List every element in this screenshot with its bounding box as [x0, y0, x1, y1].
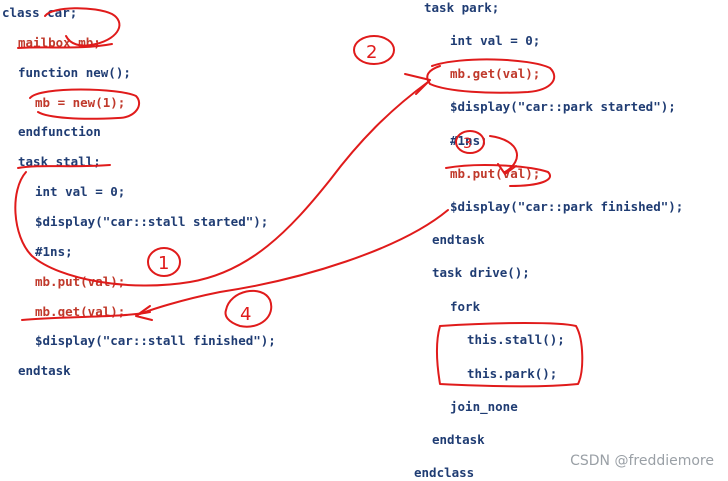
- step-1-circle: [147, 247, 181, 277]
- code-line-this-park: this.park();: [467, 366, 558, 381]
- code-line-join-none: join_none: [450, 399, 518, 414]
- code-line-stall-endtask: endtask: [18, 363, 71, 378]
- code-line-task-drive: task drive();: [432, 265, 530, 280]
- code-line-stall-display-started: $display("car::stall started");: [35, 214, 269, 229]
- code-line-task-park: task park;: [424, 0, 500, 15]
- code-line-park-endtask: endtask: [432, 232, 485, 247]
- code-line-park-display-started: $display("car::park started");: [450, 99, 676, 114]
- code-line-stall-display-finished: $display("car::stall finished");: [35, 333, 276, 348]
- step-4-label: 4: [240, 304, 251, 325]
- code-line-stall-get: mb.get(val);: [35, 304, 126, 319]
- code-line-stall-put: mb.put(val);: [35, 274, 126, 289]
- code-line-endfunction: endfunction: [18, 124, 101, 139]
- code-line-stall-int-val: int val = 0;: [35, 184, 126, 199]
- code-line-class-car: class car;: [2, 5, 78, 20]
- code-line-drive-endtask: endtask: [432, 432, 485, 447]
- arrowhead-to-park-get: [404, 73, 431, 95]
- watermark-text: CSDN @freddiemore: [570, 453, 714, 469]
- code-line-park-delay: #1ns;: [450, 133, 488, 148]
- arrowhead-to-stall-get: [135, 305, 153, 321]
- code-line-park-get: mb.get(val);: [450, 66, 541, 81]
- step-2-circle: [353, 35, 395, 65]
- code-line-mailbox-new: mb = new(1);: [35, 95, 126, 110]
- code-line-endclass: endclass: [414, 465, 475, 480]
- code-line-park-display-finished: $display("car::park finished");: [450, 199, 684, 214]
- code-line-stall-delay: #1ns;: [35, 244, 73, 259]
- step-4-circle: [224, 290, 273, 328]
- code-line-mailbox-decl: mailbox mb;: [18, 35, 101, 50]
- code-line-function-new: function new();: [18, 65, 131, 80]
- code-line-this-stall: this.stall();: [467, 332, 565, 347]
- step-1-label: 1: [158, 253, 169, 274]
- code-line-task-stall: task stall;: [18, 154, 101, 169]
- code-line-fork: fork: [450, 299, 481, 314]
- code-line-park-put: mb.put(val);: [450, 166, 541, 181]
- code-line-park-int-val: int val = 0;: [450, 33, 541, 48]
- step-2-label: 2: [366, 42, 377, 63]
